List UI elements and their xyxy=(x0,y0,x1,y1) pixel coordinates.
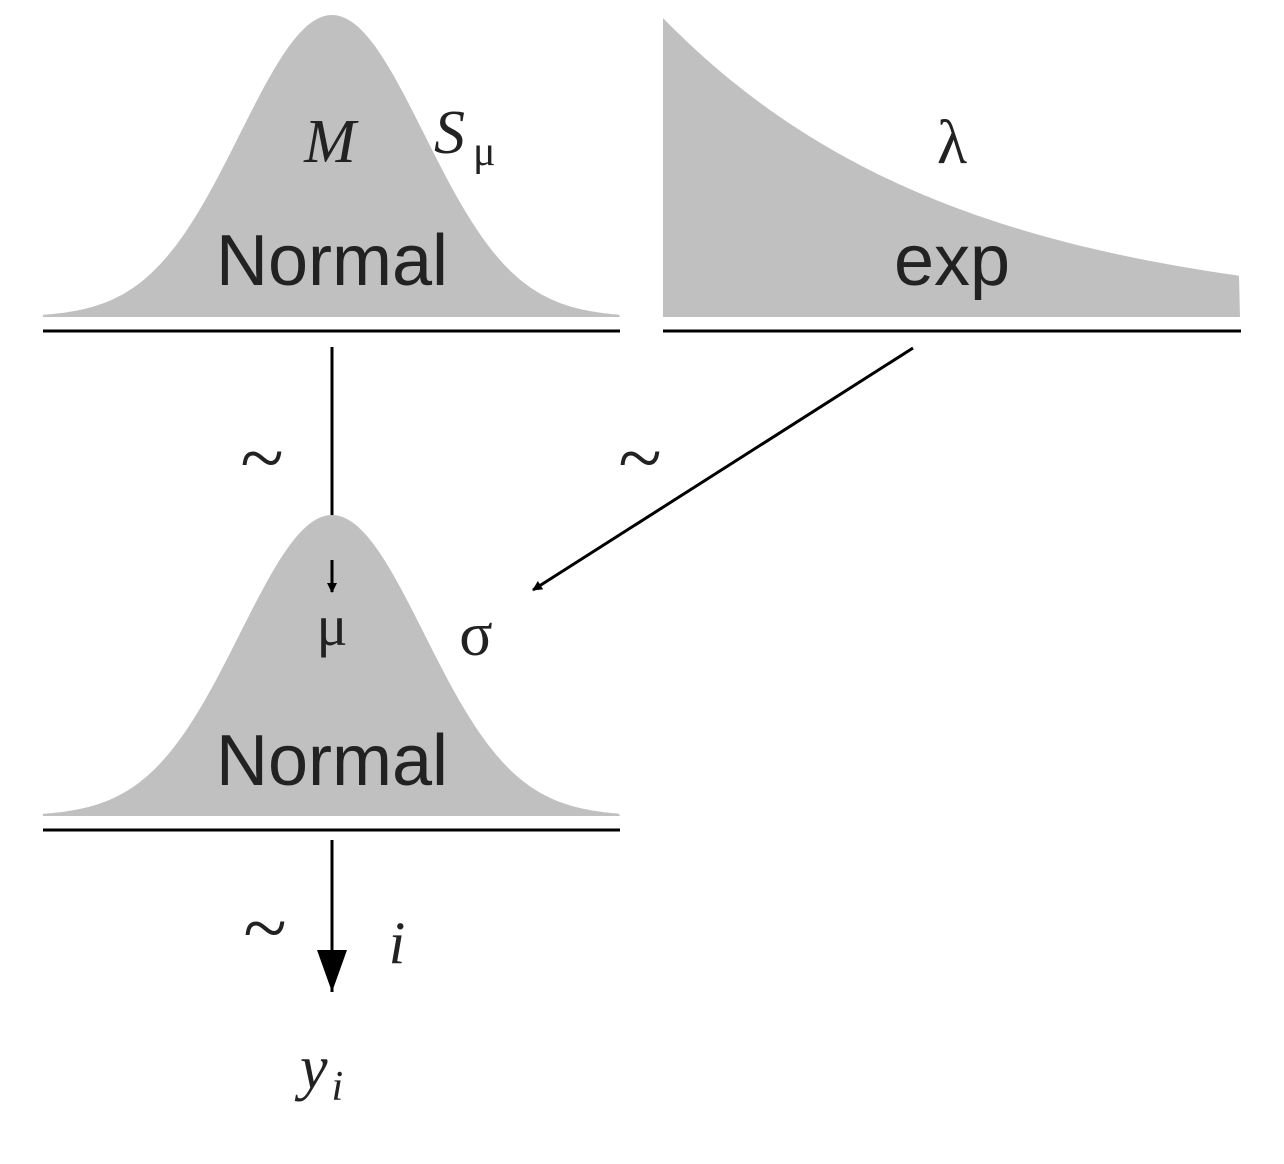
distribution-label-normal-middle: Normal xyxy=(216,721,448,801)
distribution-label-exp: exp xyxy=(894,221,1010,301)
tilde-mu: ~ xyxy=(240,415,283,503)
tilde-data: ~ xyxy=(243,885,286,973)
param-lambda: λ xyxy=(937,109,967,177)
arrowhead-data xyxy=(317,950,347,992)
param-M: M xyxy=(303,108,359,176)
normal-likelihood-curve xyxy=(43,515,620,816)
tilde-sigma: ~ xyxy=(618,415,661,503)
param-sigma: σ xyxy=(459,601,492,669)
arrow-to-sigma xyxy=(532,346,914,592)
distribution-label-normal-top: Normal xyxy=(216,221,448,301)
normal-prior-curve xyxy=(43,15,620,317)
param-mu: μ xyxy=(316,593,347,658)
index-i: i xyxy=(389,910,406,976)
exponential-prior-curve xyxy=(663,18,1240,317)
data-y-i: yi xyxy=(294,1034,343,1110)
